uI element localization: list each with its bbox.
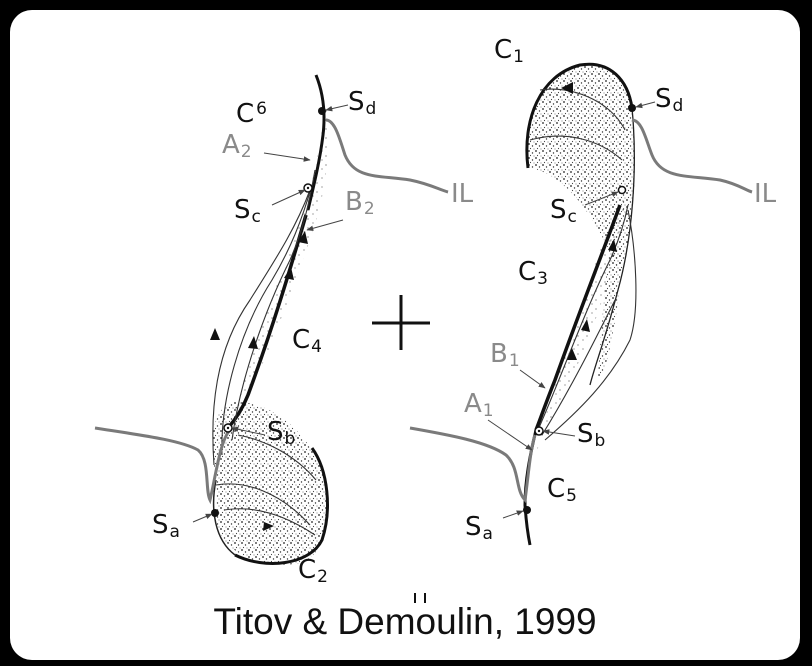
plus-sign [372,295,430,350]
right-sd-point [628,104,636,112]
right-il-curve-top [632,120,752,192]
left-flux-tube [95,75,448,565]
left-label-b2: B2 [345,187,375,219]
figure-caption: Titov & Demoulin, 1999 [10,603,800,640]
left-sd-point [318,107,326,115]
right-label-il: IL [754,179,777,209]
left-label-sb: Sb [267,417,295,449]
left-il-curve [95,428,230,500]
right-sd-pointer [636,102,655,107]
right-b1-pointer [520,370,545,388]
left-sc-point-dot [307,187,309,189]
right-label-sd: Sd [655,84,683,116]
left-il-curve-top [326,120,448,192]
left-a2-pointer [264,153,310,160]
right-flux-tube [410,64,752,545]
right-label-b1: B1 [490,339,520,371]
left-arrow [210,328,220,340]
right-label-sa: Sa [465,512,493,544]
left-label-sa: Sa [152,510,180,542]
right-sa-point [523,506,531,514]
left-sb-point-dot [227,427,229,429]
right-sc-point [619,187,626,194]
right-sb-point-dot [538,430,540,432]
right-sb-pointer [543,431,575,436]
left-sa-pointer [193,514,212,522]
left-label-il: IL [451,179,474,209]
left-sd-pointer [326,105,348,110]
right-label-a1: A1 [464,389,494,421]
left-sa-point [211,509,219,517]
flux-rope-diagram: C6 Sd A2 Sc B2 IL C4 Sb Sa C2 C1 Sd Sc I… [10,10,800,660]
right-label-sc: Sc [550,195,577,227]
right-label-c3: C3 [518,257,548,289]
right-label-c5: C5 [547,474,577,506]
left-label-sc: Sc [234,195,261,227]
left-label-sd: Sd [348,87,376,119]
left-label-a2: A2 [222,130,252,162]
right-a1-pointer [488,420,532,450]
left-label-c2: C2 [298,555,328,587]
right-label-sb: Sb [577,419,605,451]
right-sa-pointer [503,511,523,518]
right-label-c1: C1 [494,35,524,67]
left-sc-pointer [272,190,305,205]
left-label-c4: C4 [292,325,322,357]
